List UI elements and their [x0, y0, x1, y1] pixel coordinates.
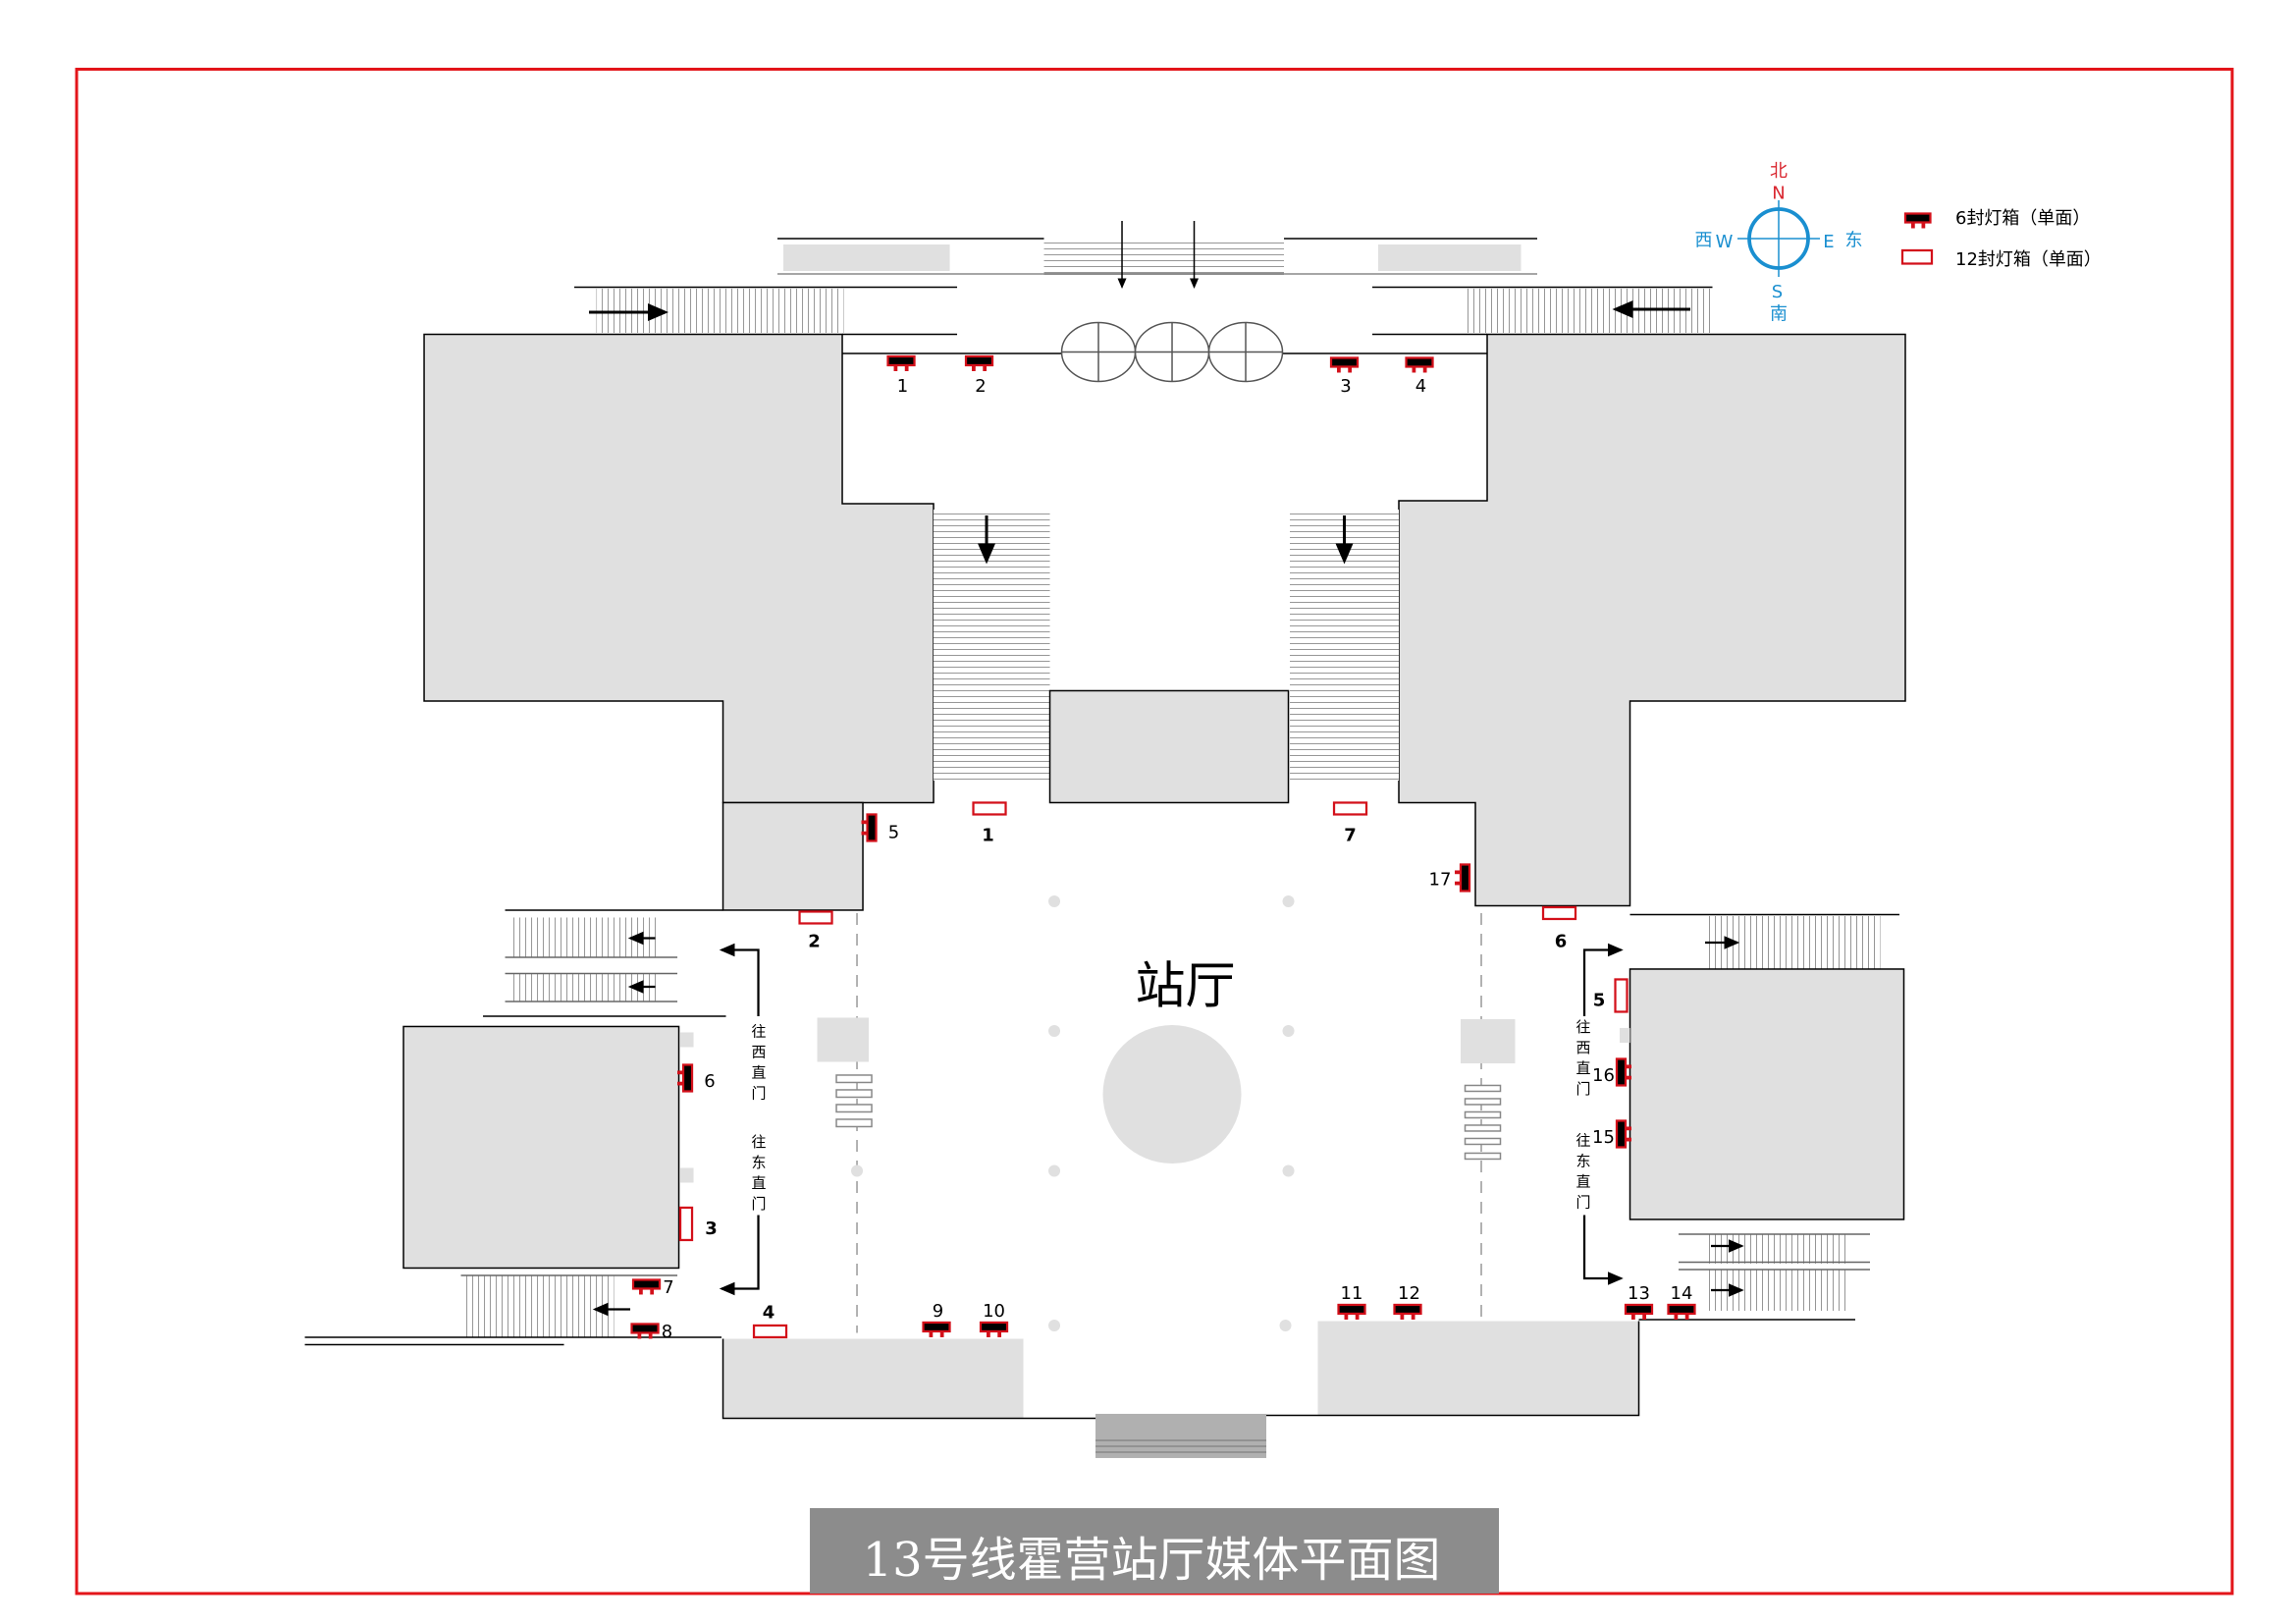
- six-sheet-lightbox-3[interactable]: 3: [1329, 356, 1360, 397]
- legend: 6封灯箱（单面） 12封灯箱（单面）: [1900, 208, 2102, 270]
- page-border: [75, 67, 2234, 1596]
- six-sheet-lightbox-5[interactable]: 5: [861, 813, 900, 842]
- compass-south: S: [1772, 282, 1783, 302]
- twelve-sheet-lightbox-1[interactable]: 1: [972, 801, 1007, 845]
- twelve-sheet-lightbox-6[interactable]: 6: [1541, 905, 1577, 951]
- structure-southwest: [402, 1025, 680, 1270]
- lightbox-number: 7: [663, 1277, 673, 1298]
- to-xizhimen-label-east: 往西直门: [1575, 1019, 1592, 1102]
- six-sheet-lightbox-16[interactable]: 16: [1592, 1057, 1632, 1087]
- structure-southeast: [1629, 968, 1905, 1220]
- six-sheet-lightbox-icon: [1903, 212, 1932, 229]
- lightbox-number: 15: [1592, 1127, 1615, 1148]
- six-sheet-lightbox-8[interactable]: 8: [630, 1322, 673, 1342]
- six-sheet-lightbox-13[interactable]: 13: [1624, 1283, 1654, 1320]
- map-title: 13号线霍营站厅媒体平面图: [863, 1533, 1441, 1588]
- structure-west: [423, 333, 934, 804]
- six-sheet-lightbox-10[interactable]: 10: [979, 1301, 1009, 1337]
- twelve-sheet-lightbox-3[interactable]: 3: [678, 1206, 718, 1242]
- six-sheet-lightbox-4[interactable]: 4: [1405, 356, 1434, 397]
- floor-plan: [304, 220, 1906, 1458]
- legend-twelve-sheet-label: 12封灯箱（单面）: [1955, 249, 2102, 270]
- direction-labels: 往西直门 往东直门 往西直门 往东直门: [750, 1019, 1592, 1217]
- central-column: [1102, 1024, 1242, 1164]
- compass-north: N: [1772, 183, 1785, 203]
- compass-west-cn: 西: [1695, 230, 1713, 250]
- lightbox-number: 11: [1341, 1283, 1363, 1304]
- compass-south-cn: 南: [1770, 303, 1788, 324]
- six-sheet-lightbox-7[interactable]: 7: [631, 1277, 674, 1298]
- lightbox-number: 4: [1415, 376, 1426, 397]
- title-bar: [810, 1507, 1500, 1594]
- six-sheet-lightbox-2[interactable]: 2: [964, 354, 994, 397]
- lightbox-number: 17: [1429, 869, 1452, 890]
- lightbox-number: 5: [1593, 990, 1606, 1010]
- compass-north-cn: 北: [1770, 161, 1788, 182]
- lightbox-number: 6: [1555, 931, 1568, 951]
- lightbox-number: 2: [808, 931, 821, 951]
- six-sheet-lightbox-11[interactable]: 11: [1337, 1283, 1366, 1320]
- twelve-sheet-lightbox-4[interactable]: 4: [752, 1302, 788, 1339]
- to-dongzhimen-label-east: 往东直门: [1575, 1132, 1592, 1215]
- six-sheet-lightbox-1[interactable]: 1: [886, 354, 916, 397]
- six-sheet-lightbox-6[interactable]: 6: [677, 1063, 716, 1093]
- six-sheet-lightbox-15[interactable]: 15: [1592, 1119, 1632, 1149]
- lightbox-number: 16: [1592, 1065, 1615, 1086]
- lightbox-number: 10: [983, 1301, 1005, 1322]
- structure-east: [1398, 333, 1906, 907]
- six-sheet-lightbox-9[interactable]: 9: [922, 1301, 951, 1337]
- twelve-sheet-lightbox-icon: [1900, 248, 1934, 265]
- lightbox-number: 13: [1628, 1283, 1650, 1304]
- compass-east: E: [1823, 232, 1834, 252]
- compass: 北 N S 南 西 W E 东: [1695, 161, 1863, 324]
- twelve-sheet-lightbox-5[interactable]: 5: [1593, 978, 1629, 1013]
- six-sheet-lightbox-14[interactable]: 14: [1667, 1283, 1696, 1320]
- lightbox-number: 1: [982, 825, 994, 845]
- lightbox-number: 5: [888, 822, 899, 842]
- south-entrance-stair: [1095, 1413, 1267, 1458]
- twelve-sheet-lightbox-7[interactable]: 7: [1332, 801, 1368, 845]
- compass-east-cn: 东: [1845, 230, 1863, 250]
- lightbox-number: 3: [705, 1218, 718, 1239]
- lightbox-number: 12: [1398, 1283, 1420, 1304]
- to-dongzhimen-label-west: 往东直门: [750, 1134, 768, 1217]
- lightbox-number: 3: [1340, 376, 1351, 397]
- lightbox-number: 6: [704, 1071, 715, 1092]
- lightbox-number: 2: [975, 376, 986, 397]
- lightbox-number: 9: [933, 1301, 943, 1322]
- hall-label: 站厅: [1136, 957, 1236, 1015]
- to-xizhimen-label-west: 往西直门: [750, 1023, 768, 1106]
- twelve-sheet-lightbox-2[interactable]: 2: [798, 910, 833, 951]
- revolving-gates: [1060, 321, 1284, 383]
- lightbox-number: 7: [1344, 825, 1357, 845]
- lightbox-number: 1: [897, 376, 908, 397]
- six-sheet-lightbox-12[interactable]: 12: [1393, 1283, 1422, 1320]
- lightbox-number: 8: [662, 1322, 672, 1342]
- stair-west: [934, 509, 1050, 781]
- six-sheet-lightbox-17[interactable]: 17: [1429, 863, 1471, 893]
- lightbox-number: 14: [1671, 1283, 1693, 1304]
- center-block: [1048, 689, 1290, 804]
- compass-west: W: [1716, 232, 1734, 252]
- lightbox-number: 4: [763, 1302, 775, 1323]
- legend-six-sheet-label: 6封灯箱（单面）: [1955, 208, 2090, 229]
- top-stair: [1043, 238, 1285, 274]
